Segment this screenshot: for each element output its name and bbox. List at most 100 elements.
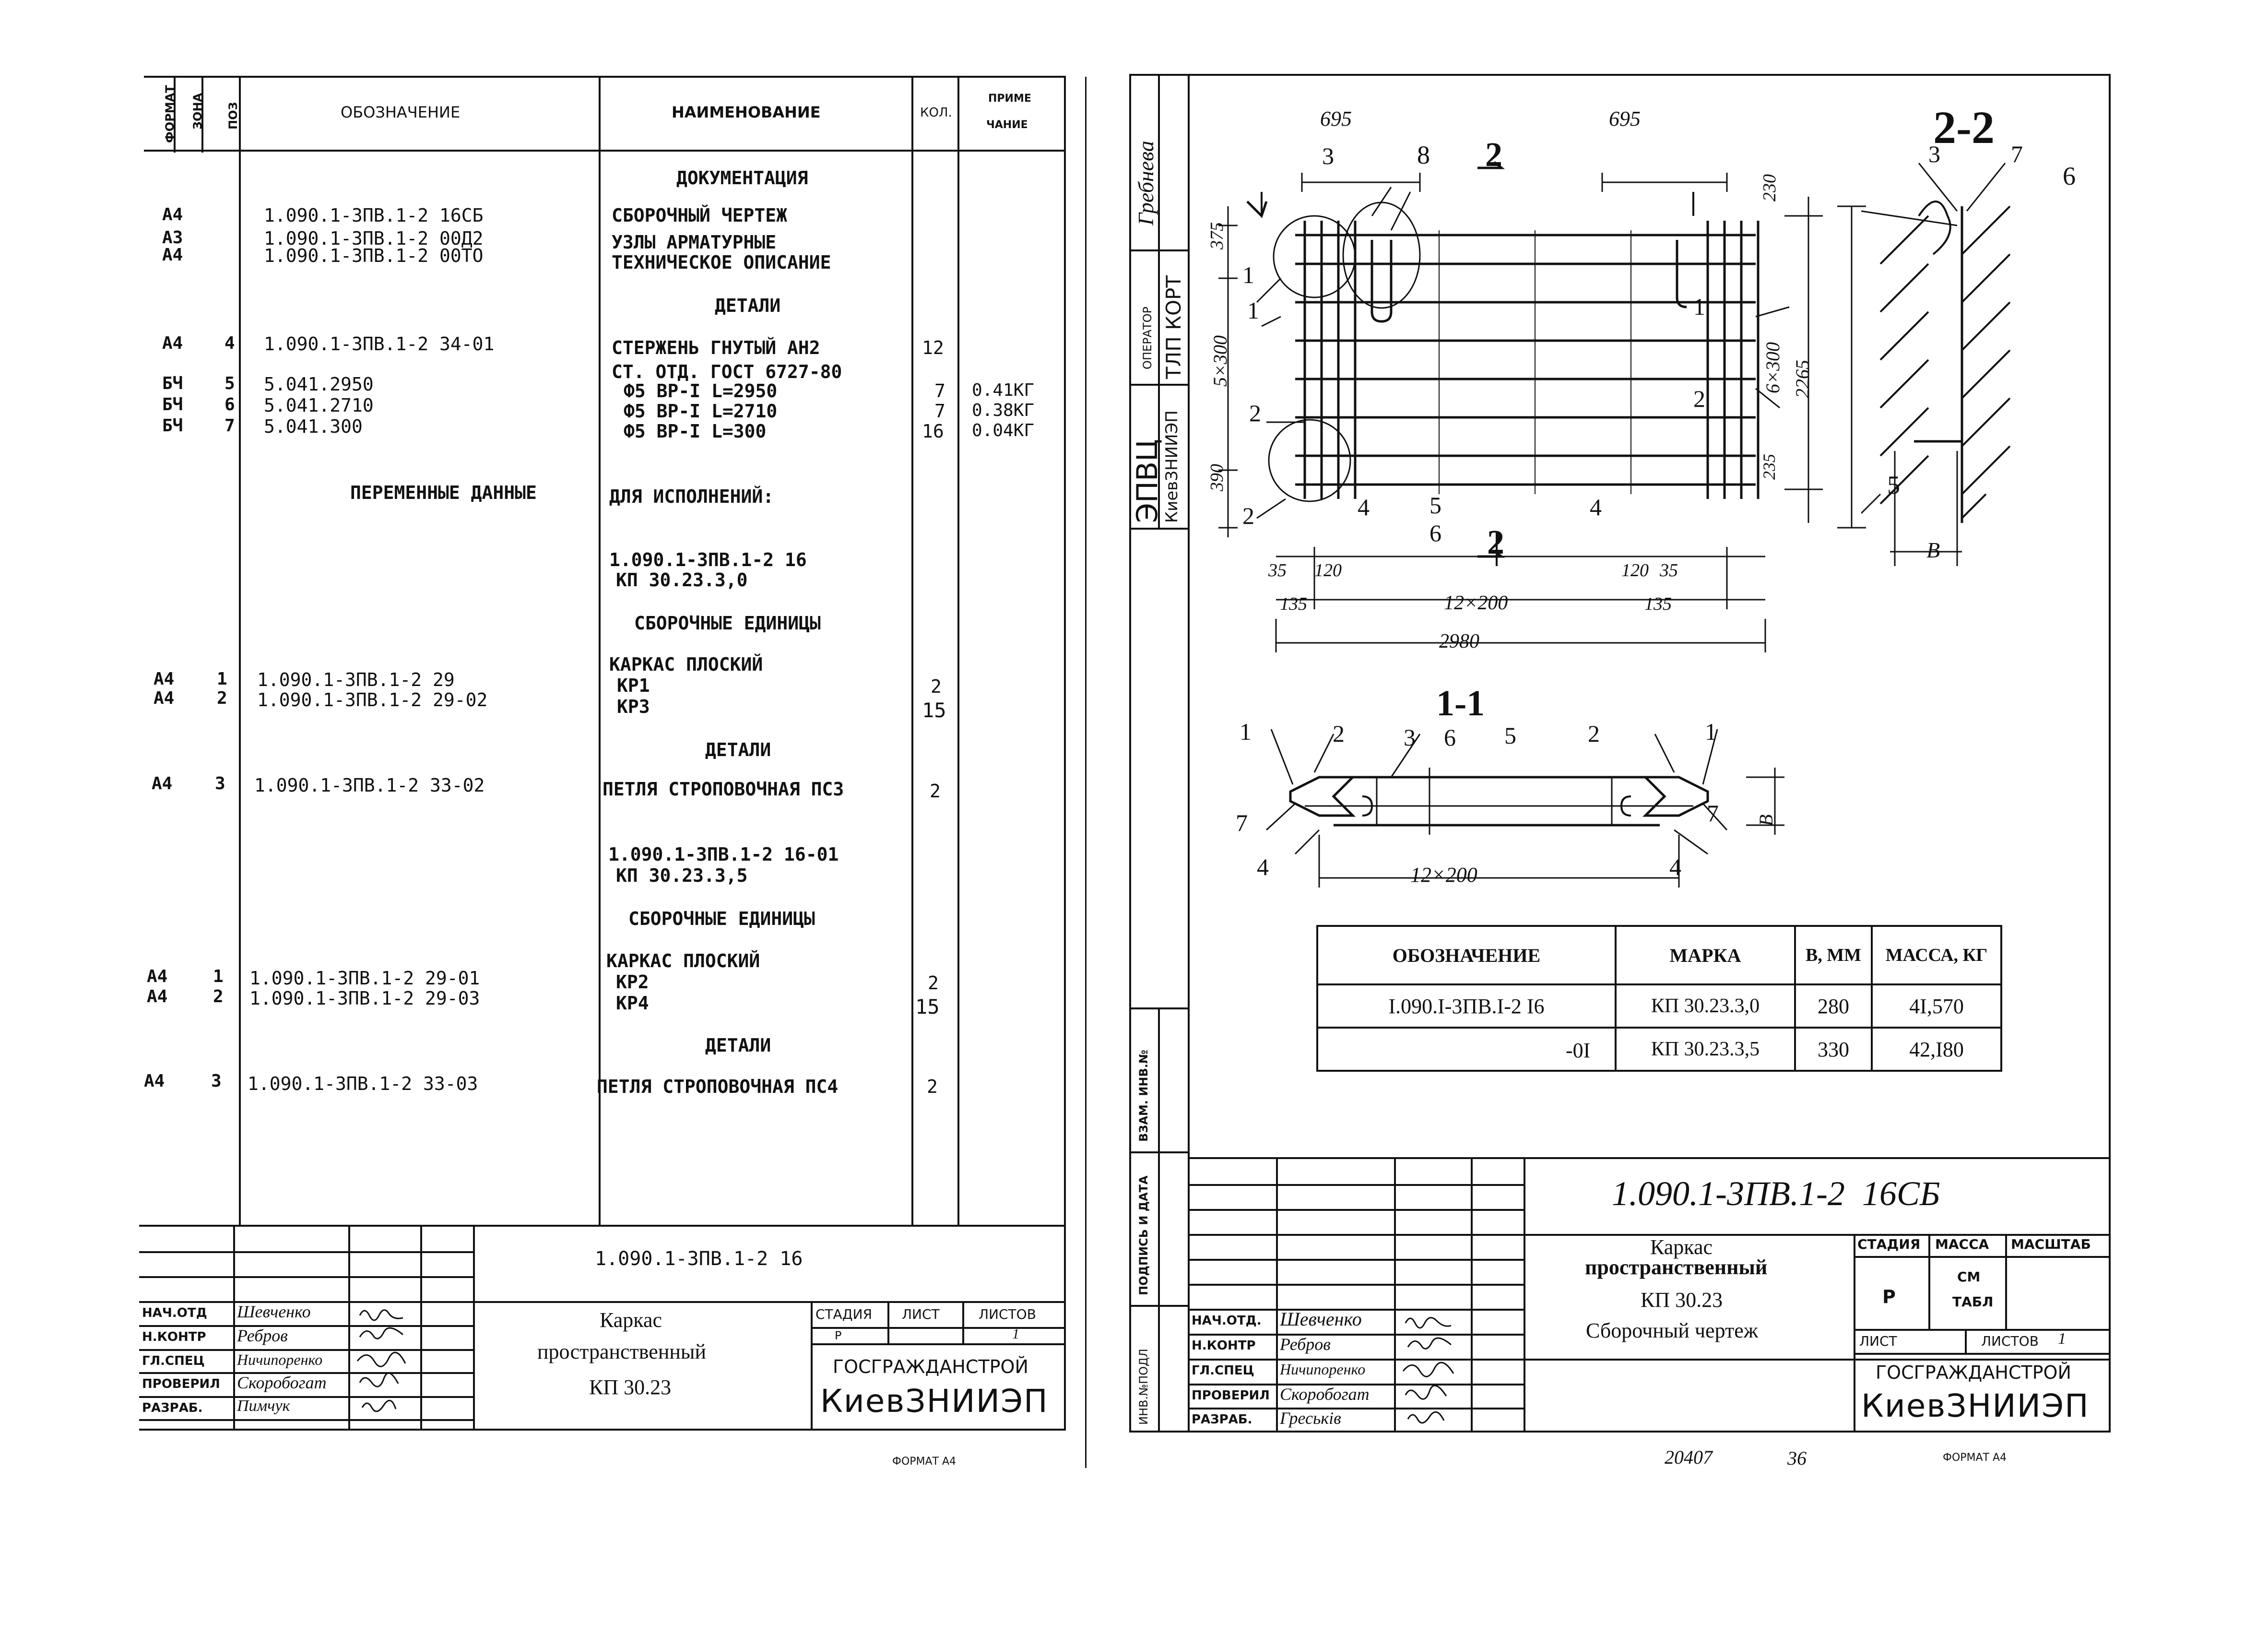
spec-name: КАРКАС ПЛОСКИЙ <box>609 654 763 675</box>
left-org-2: КиевЗНИИЭП <box>820 1383 1049 1420</box>
table-cell-b: 280 <box>1818 994 1849 1018</box>
left-org-1: ГОСГРАЖДАНСТРОЙ <box>833 1356 1028 1377</box>
dim-35-left: 35 <box>1268 560 1287 580</box>
spec-name: Ф5 ВР-I L=300 <box>624 421 767 442</box>
spec-format: БЧ <box>162 416 183 436</box>
left-stage-header: СТАДИЯ <box>815 1306 873 1322</box>
right-role: ПРОВЕРИЛ <box>1192 1388 1270 1403</box>
spec-note: 0.04КГ <box>972 421 1035 440</box>
spec-name: СБОРОЧНЫЙ ЧЕРТЕЖ <box>612 205 788 226</box>
spec-name: КР1 <box>617 675 650 696</box>
left-signer-name: Шевченко <box>237 1302 311 1321</box>
header-note-2: ЧАНИЕ <box>986 119 1028 131</box>
left-sheet-header: ЛИСТ <box>902 1306 940 1322</box>
spec-designation: 1.090.1-3ПВ.1-2 16СБ <box>264 205 484 226</box>
spec-format: А4 <box>147 967 168 986</box>
label-1: 1 <box>1240 718 1252 745</box>
left-format: ФОРМАТ А4 <box>892 1456 957 1468</box>
spec-name: СБОРОЧНЫЕ ЕДИНИЦЫ <box>628 908 815 929</box>
right-stage-header: СТАДИЯ <box>1857 1236 1921 1252</box>
side-operator: ОПЕРАТОР <box>1141 306 1154 369</box>
left-role: РАЗРАБ. <box>142 1401 203 1415</box>
spec-format: А4 <box>152 774 173 793</box>
left-sheets: 1 <box>1012 1326 1019 1342</box>
spec-format: А4 <box>144 1071 165 1091</box>
right-org-2: КиевЗНИИЭП <box>1861 1387 2090 1424</box>
spec-qty: 2 <box>927 1076 938 1097</box>
table-header-mark: МАРКА <box>1669 944 1741 966</box>
dim-390: 390 <box>1207 464 1227 491</box>
right-sheets-header: ЛИСТОВ <box>1981 1333 2039 1349</box>
spec-designation: 1.090.1-3ПВ.1-2 33-02 <box>254 775 485 796</box>
dim-120-right: 120 <box>1621 560 1649 580</box>
signatures-right <box>1402 1317 1454 1424</box>
dim-12x200: 12×200 <box>1444 592 1508 614</box>
label-7: 7 <box>1236 809 1248 836</box>
table-header-b: В, ММ <box>1805 945 1862 965</box>
spec-designation: 1.090.1-3ПВ.1-2 29-03 <box>249 988 480 1009</box>
spec-format: А4 <box>162 245 183 265</box>
spec-pos: 4 <box>224 333 235 353</box>
label-2: 2 <box>1249 400 1261 426</box>
right-title-2: пространственный <box>1585 1255 1768 1279</box>
spec-name: СТЕРЖЕНЬ ГНУТЫЙ АН2 <box>612 337 820 358</box>
spec-format: А4 <box>154 688 175 708</box>
spec-designation: 5.041.300 <box>264 416 363 437</box>
left-role: НАЧ.ОТД <box>142 1306 207 1320</box>
spec-name: ДОКУМЕНТАЦИЯ <box>676 167 808 189</box>
left-doc-code: 1.090.1-3ПВ.1-2 16 <box>595 1248 803 1270</box>
spec-format: БЧ <box>162 374 183 393</box>
table-cell-b: 330 <box>1818 1037 1849 1061</box>
table-cell-mark: КП 30.23.3,5 <box>1651 1038 1760 1060</box>
spec-qty: 7 <box>934 380 945 402</box>
right-title-3: КП 30.23 <box>1641 1288 1723 1312</box>
spec-designation: 1.090.1-3ПВ.1-2 29 <box>257 669 455 690</box>
spec-name: ДЕТАЛИ <box>715 295 781 316</box>
right-role: Н.КОНТР <box>1192 1338 1256 1353</box>
section-2-2-title: 2-2 <box>1933 102 1995 153</box>
table-cell-designation: I.090.I-3ПВ.I-2 I6 <box>1388 994 1545 1018</box>
right-signer-name: Ничипоренко <box>1280 1361 1366 1378</box>
spec-name: ПЕТЛЯ СТРОПОВОЧНАЯ ПС4 <box>597 1076 839 1097</box>
label-2: 2 <box>1693 385 1705 412</box>
label-3: 3 <box>1928 141 1940 167</box>
right-mass-header: МАССА <box>1935 1236 1989 1252</box>
spec-name: ТЕХНИЧЕСКОЕ ОПИСАНИЕ <box>612 252 831 273</box>
spec-pos: 1 <box>217 669 227 689</box>
header-note-1: ПРИМЕ <box>988 93 1031 105</box>
table-cell-designation: -0I <box>1566 1039 1591 1062</box>
spec-designation: 1.090.1-3ПВ.1-2 33-03 <box>248 1073 478 1094</box>
spec-designation: 5.041.2950 <box>264 374 374 395</box>
section-2-2-drawing <box>1861 163 2011 566</box>
right-role: ГЛ.СПЕЦ <box>1192 1363 1254 1378</box>
spec-format: БЧ <box>162 395 183 414</box>
label-4: 4 <box>1358 494 1370 521</box>
right-title-1: Каркас <box>1650 1235 1713 1259</box>
right-sheet-header: ЛИСТ <box>1859 1333 1897 1349</box>
table-header-mass: МАССА, КГ <box>1885 945 1988 965</box>
left-role: Н.КОНТР <box>142 1330 206 1344</box>
label-7: 7 <box>2011 141 2023 167</box>
left-stage: Р <box>835 1329 842 1342</box>
label-5: 5 <box>1887 471 1900 499</box>
left-signer-name: Ребров <box>237 1326 288 1345</box>
sheet-divider <box>1085 77 1087 1468</box>
spec-qty: 15 <box>922 699 946 722</box>
spec-designation: 1.090.1-3ПВ.1-2 34-01 <box>264 333 495 355</box>
spec-qty: 7 <box>934 401 945 422</box>
spec-qty: 16 <box>922 421 944 442</box>
dim-2265: 2265 <box>1792 360 1813 398</box>
right-signer-name: Греськів <box>1280 1409 1341 1428</box>
table-header-designation: ОБОЗНАЧЕНИЕ <box>1392 944 1541 966</box>
header-name: НАИМЕНОВАНИЕ <box>672 103 821 121</box>
right-stage: Р <box>1882 1286 1896 1307</box>
side-kiev: КиевЗНИИЭП <box>1162 410 1181 523</box>
right-role: НАЧ.ОТД. <box>1192 1314 1262 1328</box>
dim-B-section: В <box>1755 814 1777 826</box>
label-1: 1 <box>1242 261 1254 288</box>
spec-name: 1.090.1-3ПВ.1-2 16 <box>609 549 807 570</box>
spec-designation: 5.041.2710 <box>264 395 374 416</box>
spec-designation: 1.090.1-3ПВ.1-2 00Д2 <box>264 228 484 249</box>
label-1: 1 <box>1693 293 1705 320</box>
dim-6x300: 6×300 <box>1762 342 1784 393</box>
